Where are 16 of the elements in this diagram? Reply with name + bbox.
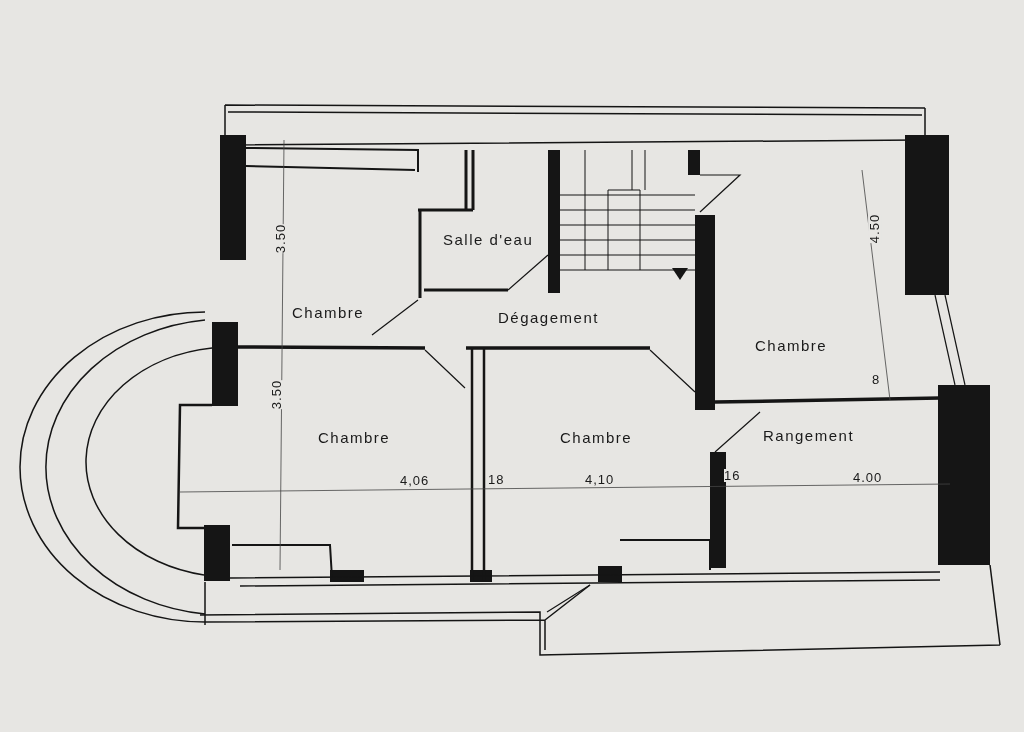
room-label: Chambre bbox=[318, 430, 391, 445]
dimension-label: 3.50 bbox=[274, 223, 288, 254]
dimension-label: 16 bbox=[724, 469, 741, 482]
room-label: Chambre bbox=[755, 338, 828, 353]
room-label: Chambre bbox=[292, 305, 365, 320]
dimension-label: 4,06 bbox=[400, 474, 430, 487]
dimension-label: 4.50 bbox=[868, 213, 882, 244]
room-label: Chambre bbox=[560, 430, 633, 445]
room-label: Salle d'eau bbox=[443, 232, 534, 247]
room-label: Dégagement bbox=[498, 310, 599, 325]
dimension-label: 3.50 bbox=[270, 379, 284, 410]
room-label: Rangement bbox=[763, 428, 855, 443]
dimension-label: 4.00 bbox=[853, 471, 883, 484]
dimension-label: 18 bbox=[488, 473, 505, 486]
dimension-label: 8 bbox=[872, 373, 881, 386]
dimension-label: 4,10 bbox=[585, 473, 615, 486]
